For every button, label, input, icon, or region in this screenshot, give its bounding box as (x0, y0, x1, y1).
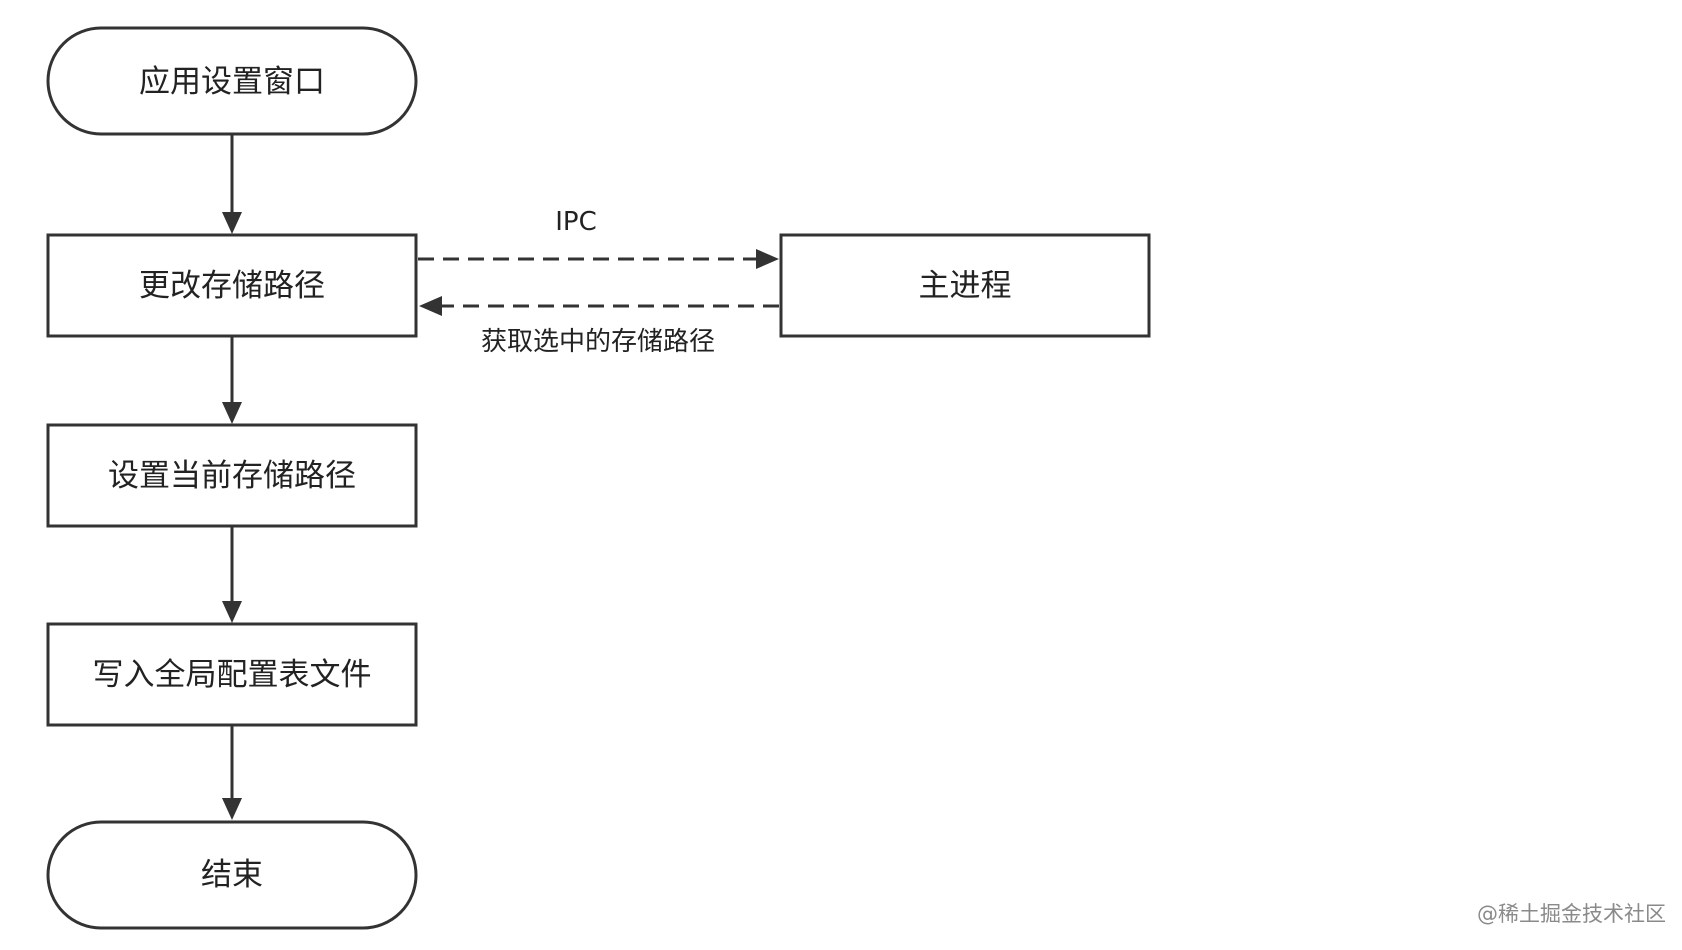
arrowhead-down-icon (222, 798, 242, 820)
edge-write-config-to-end (222, 725, 242, 820)
node-app-settings-window: 应用设置窗口 (46, 26, 418, 136)
watermark: @稀土掘金技术社区 (1477, 902, 1666, 926)
node-label-main-process: 主进程 (919, 268, 1012, 304)
edge-get-selected-path: 获取选中的存储路径 (419, 296, 779, 357)
node-label-app-settings-window: 应用设置窗口 (139, 64, 325, 100)
node-label-end: 结束 (201, 857, 263, 893)
process-shape-set-path (46, 423, 418, 528)
node-write-global-config-file: 写入全局配置表文件 (46, 622, 418, 727)
node-change-storage-path: 更改存储路径 (46, 233, 418, 338)
terminal-shape-end (46, 820, 418, 930)
arrowhead-down-icon (222, 212, 242, 234)
node-label-change-storage-path: 更改存储路径 (139, 268, 325, 304)
edge-change-to-set-path (222, 336, 242, 424)
edge-set-path-to-write-config (222, 526, 242, 623)
node-end: 结束 (46, 820, 418, 930)
arrowhead-down-icon (222, 601, 242, 623)
process-shape-change-path (46, 233, 418, 338)
edge-label-ipc: IPC (555, 207, 597, 237)
arrowhead-right-icon (756, 249, 779, 269)
node-set-current-storage-path: 设置当前存储路径 (46, 423, 418, 528)
node-label-write-global-config-file: 写入全局配置表文件 (93, 657, 372, 693)
edge-start-to-change-path (222, 134, 242, 234)
edge-label-get-selected-path: 获取选中的存储路径 (481, 327, 715, 357)
edge-ipc: IPC (418, 207, 779, 269)
node-main-process: 主进程 (779, 233, 1151, 338)
node-label-set-current-storage-path: 设置当前存储路径 (108, 458, 356, 494)
arrowhead-left-icon (419, 296, 442, 316)
arrowhead-down-icon (222, 402, 242, 424)
process-shape-main-process (779, 233, 1151, 338)
